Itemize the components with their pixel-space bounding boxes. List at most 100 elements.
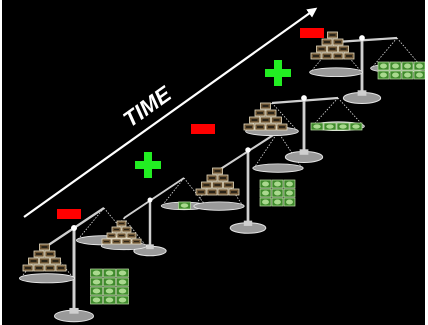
brick-stack — [195, 167, 240, 196]
bill-portrait — [118, 270, 127, 276]
right-pan-chain — [396, 37, 422, 67]
brick-detail — [214, 170, 221, 172]
plus-bar-v — [274, 60, 282, 86]
brick-stack — [310, 31, 355, 60]
brick-detail — [279, 126, 285, 128]
stage-4 — [243, 95, 365, 163]
stage-1 — [18, 207, 133, 323]
stage-5 — [309, 31, 425, 104]
right-pan — [252, 163, 304, 173]
time-axis-label: TIME — [118, 80, 176, 132]
brick-detail — [41, 246, 48, 248]
scale-foot — [146, 244, 154, 250]
brick-stack — [243, 102, 288, 131]
bill-portrait — [262, 190, 269, 196]
bill-portrait — [416, 72, 423, 78]
balance-sequence — [18, 31, 425, 323]
brick-detail — [198, 191, 204, 193]
brick-detail — [225, 184, 232, 186]
brick-detail — [36, 267, 42, 269]
brick-detail — [52, 260, 59, 262]
scale-pivot — [245, 147, 251, 153]
bill-portrait — [262, 199, 269, 205]
brick-detail — [41, 260, 48, 262]
scale-pivot — [71, 225, 77, 231]
brick-detail — [318, 48, 325, 50]
left-pan — [18, 273, 76, 284]
scale-foot — [299, 149, 309, 155]
bill-portrait — [404, 72, 411, 78]
bill-portrait — [118, 279, 127, 285]
scale-pivot — [301, 95, 307, 101]
bill-portrait — [118, 288, 127, 294]
stage-3 — [193, 131, 304, 234]
left-pan — [193, 201, 245, 211]
bill-portrait — [313, 124, 321, 129]
bill-portrait — [286, 181, 293, 187]
brick-detail — [335, 55, 341, 57]
bill-portrait — [404, 63, 411, 69]
brick-detail — [251, 119, 258, 121]
bill-portrait — [352, 124, 360, 129]
brick-stack — [22, 243, 67, 272]
brick-detail — [246, 126, 252, 128]
brick-detail — [231, 191, 237, 193]
scale-pivot — [147, 197, 153, 203]
brick-detail — [134, 241, 139, 242]
bill-portrait — [92, 288, 101, 294]
scale-beam — [335, 36, 398, 44]
plus-bar-v — [144, 152, 152, 178]
brick-detail — [58, 267, 64, 269]
brick-detail — [268, 126, 274, 128]
brick-detail — [104, 241, 109, 242]
brick-detail — [209, 177, 215, 179]
balance-scale — [193, 131, 304, 234]
right-pan-chain — [163, 177, 185, 205]
bill-portrait — [274, 199, 281, 205]
brick-detail — [220, 177, 226, 179]
stage-2 — [100, 177, 208, 257]
scale-foot — [357, 90, 367, 96]
bill-portrait — [180, 203, 189, 208]
brick-detail — [209, 191, 215, 193]
bill-portrait — [380, 72, 387, 78]
brick-detail — [109, 235, 114, 236]
brick-detail — [47, 253, 53, 255]
brick-detail — [124, 229, 129, 230]
bill-portrait — [92, 297, 101, 303]
time-arrow — [23, 7, 318, 218]
brick-detail — [273, 119, 280, 121]
right-pan-chain — [254, 131, 279, 167]
right-pan-chain — [78, 207, 105, 239]
brick-detail — [30, 260, 37, 262]
bill-portrait — [92, 270, 101, 276]
brick-detail — [340, 48, 347, 50]
plus-sign-2 — [135, 152, 161, 178]
brick-detail — [47, 267, 53, 269]
bill-portrait — [326, 124, 334, 129]
brick-detail — [324, 55, 330, 57]
brick-detail — [262, 105, 269, 107]
money-stack — [310, 122, 363, 131]
brick-detail — [335, 41, 341, 43]
scale-beam — [123, 177, 185, 219]
left-pan — [309, 67, 363, 77]
bill-portrait — [380, 63, 387, 69]
brick-detail — [257, 126, 263, 128]
money-stack — [178, 201, 191, 210]
brick-detail — [203, 184, 210, 186]
bill-portrait — [105, 279, 114, 285]
bill-portrait — [392, 72, 399, 78]
bill-portrait — [262, 181, 269, 187]
bill-portrait — [105, 297, 114, 303]
money-stack — [259, 179, 296, 207]
money-stack — [90, 268, 129, 305]
bill-portrait — [274, 181, 281, 187]
bill-portrait — [274, 190, 281, 196]
brick-detail — [25, 267, 31, 269]
bill-portrait — [286, 190, 293, 196]
scale-foot — [243, 220, 253, 226]
